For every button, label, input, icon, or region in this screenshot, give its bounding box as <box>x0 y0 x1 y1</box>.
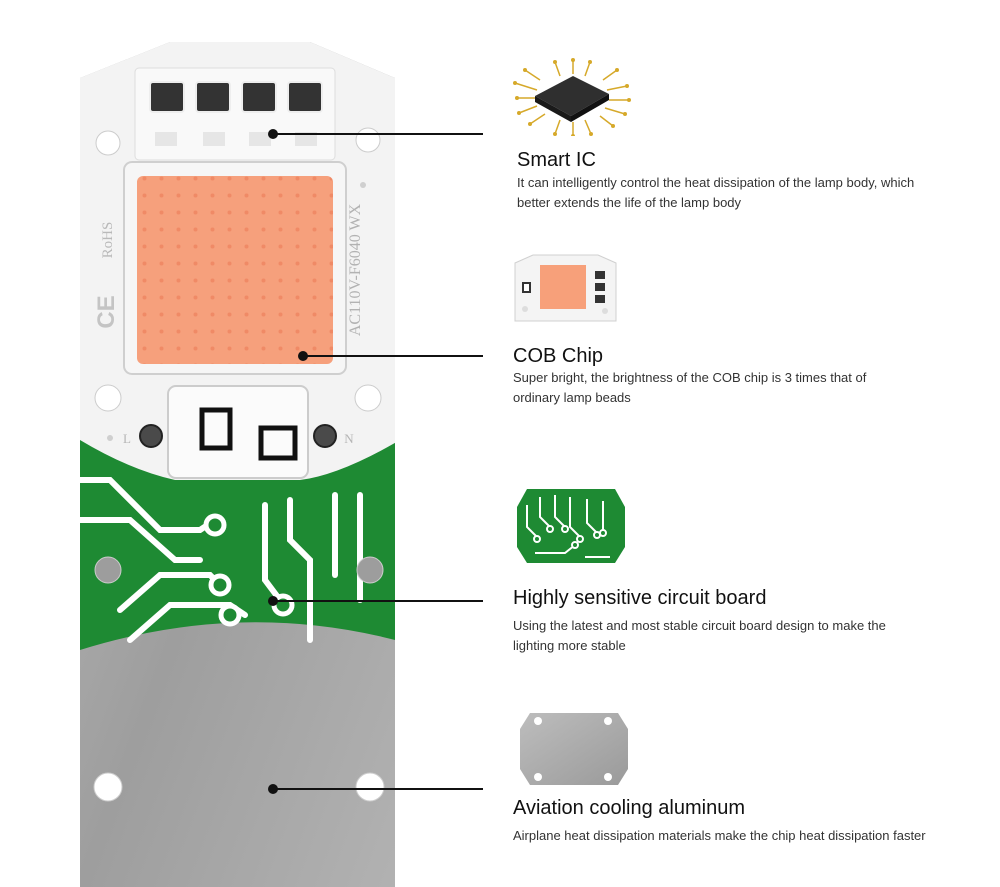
pcb-pads <box>203 513 295 627</box>
feature-desc-smart-ic: It can intelligently control the heat di… <box>517 175 915 210</box>
cob-module-icon <box>514 254 617 322</box>
feature-title-aluminum: Aviation cooling aluminum <box>513 797 745 819</box>
feature-title-smart-ic: Smart IC <box>517 149 596 171</box>
feature-title-circuit-board: Highly sensitive circuit board <box>513 587 767 609</box>
ic-chip-icon <box>513 58 631 136</box>
ce-marking: CE <box>93 295 120 328</box>
feature-title-cob-chip: COB Chip <box>513 345 604 367</box>
leader-line-circuit-board <box>273 600 483 602</box>
feature-desc-cob-chip: Super bright, the brightness of the COB … <box>513 370 867 405</box>
feature-desc-circuit-board: Using the latest and most stable circuit… <box>513 618 886 653</box>
green-pcb-area <box>80 420 395 650</box>
aluminum-plate-icon <box>520 713 628 785</box>
leader-line-smart-ic <box>273 133 483 135</box>
model-marking: AC110V-F6040 WX <box>347 203 364 336</box>
rohs-marking: RoHS <box>100 222 116 259</box>
left-solder-pad <box>139 424 163 448</box>
right-solder-pad <box>313 424 337 448</box>
terminal-l-label: L <box>123 431 131 446</box>
circuit-board-icon <box>517 489 625 563</box>
ic-pins <box>149 81 323 113</box>
feature-desc-aluminum: Airplane heat dissipation materials make… <box>513 828 926 843</box>
led-cob-board: AC110V-F6040 WX RoHS CE L N <box>80 42 395 887</box>
leader-line-aluminum <box>273 788 483 790</box>
leader-line-cob-chip <box>303 355 483 357</box>
cob-led-array <box>137 176 333 364</box>
terminal-n-label: N <box>344 431 354 446</box>
